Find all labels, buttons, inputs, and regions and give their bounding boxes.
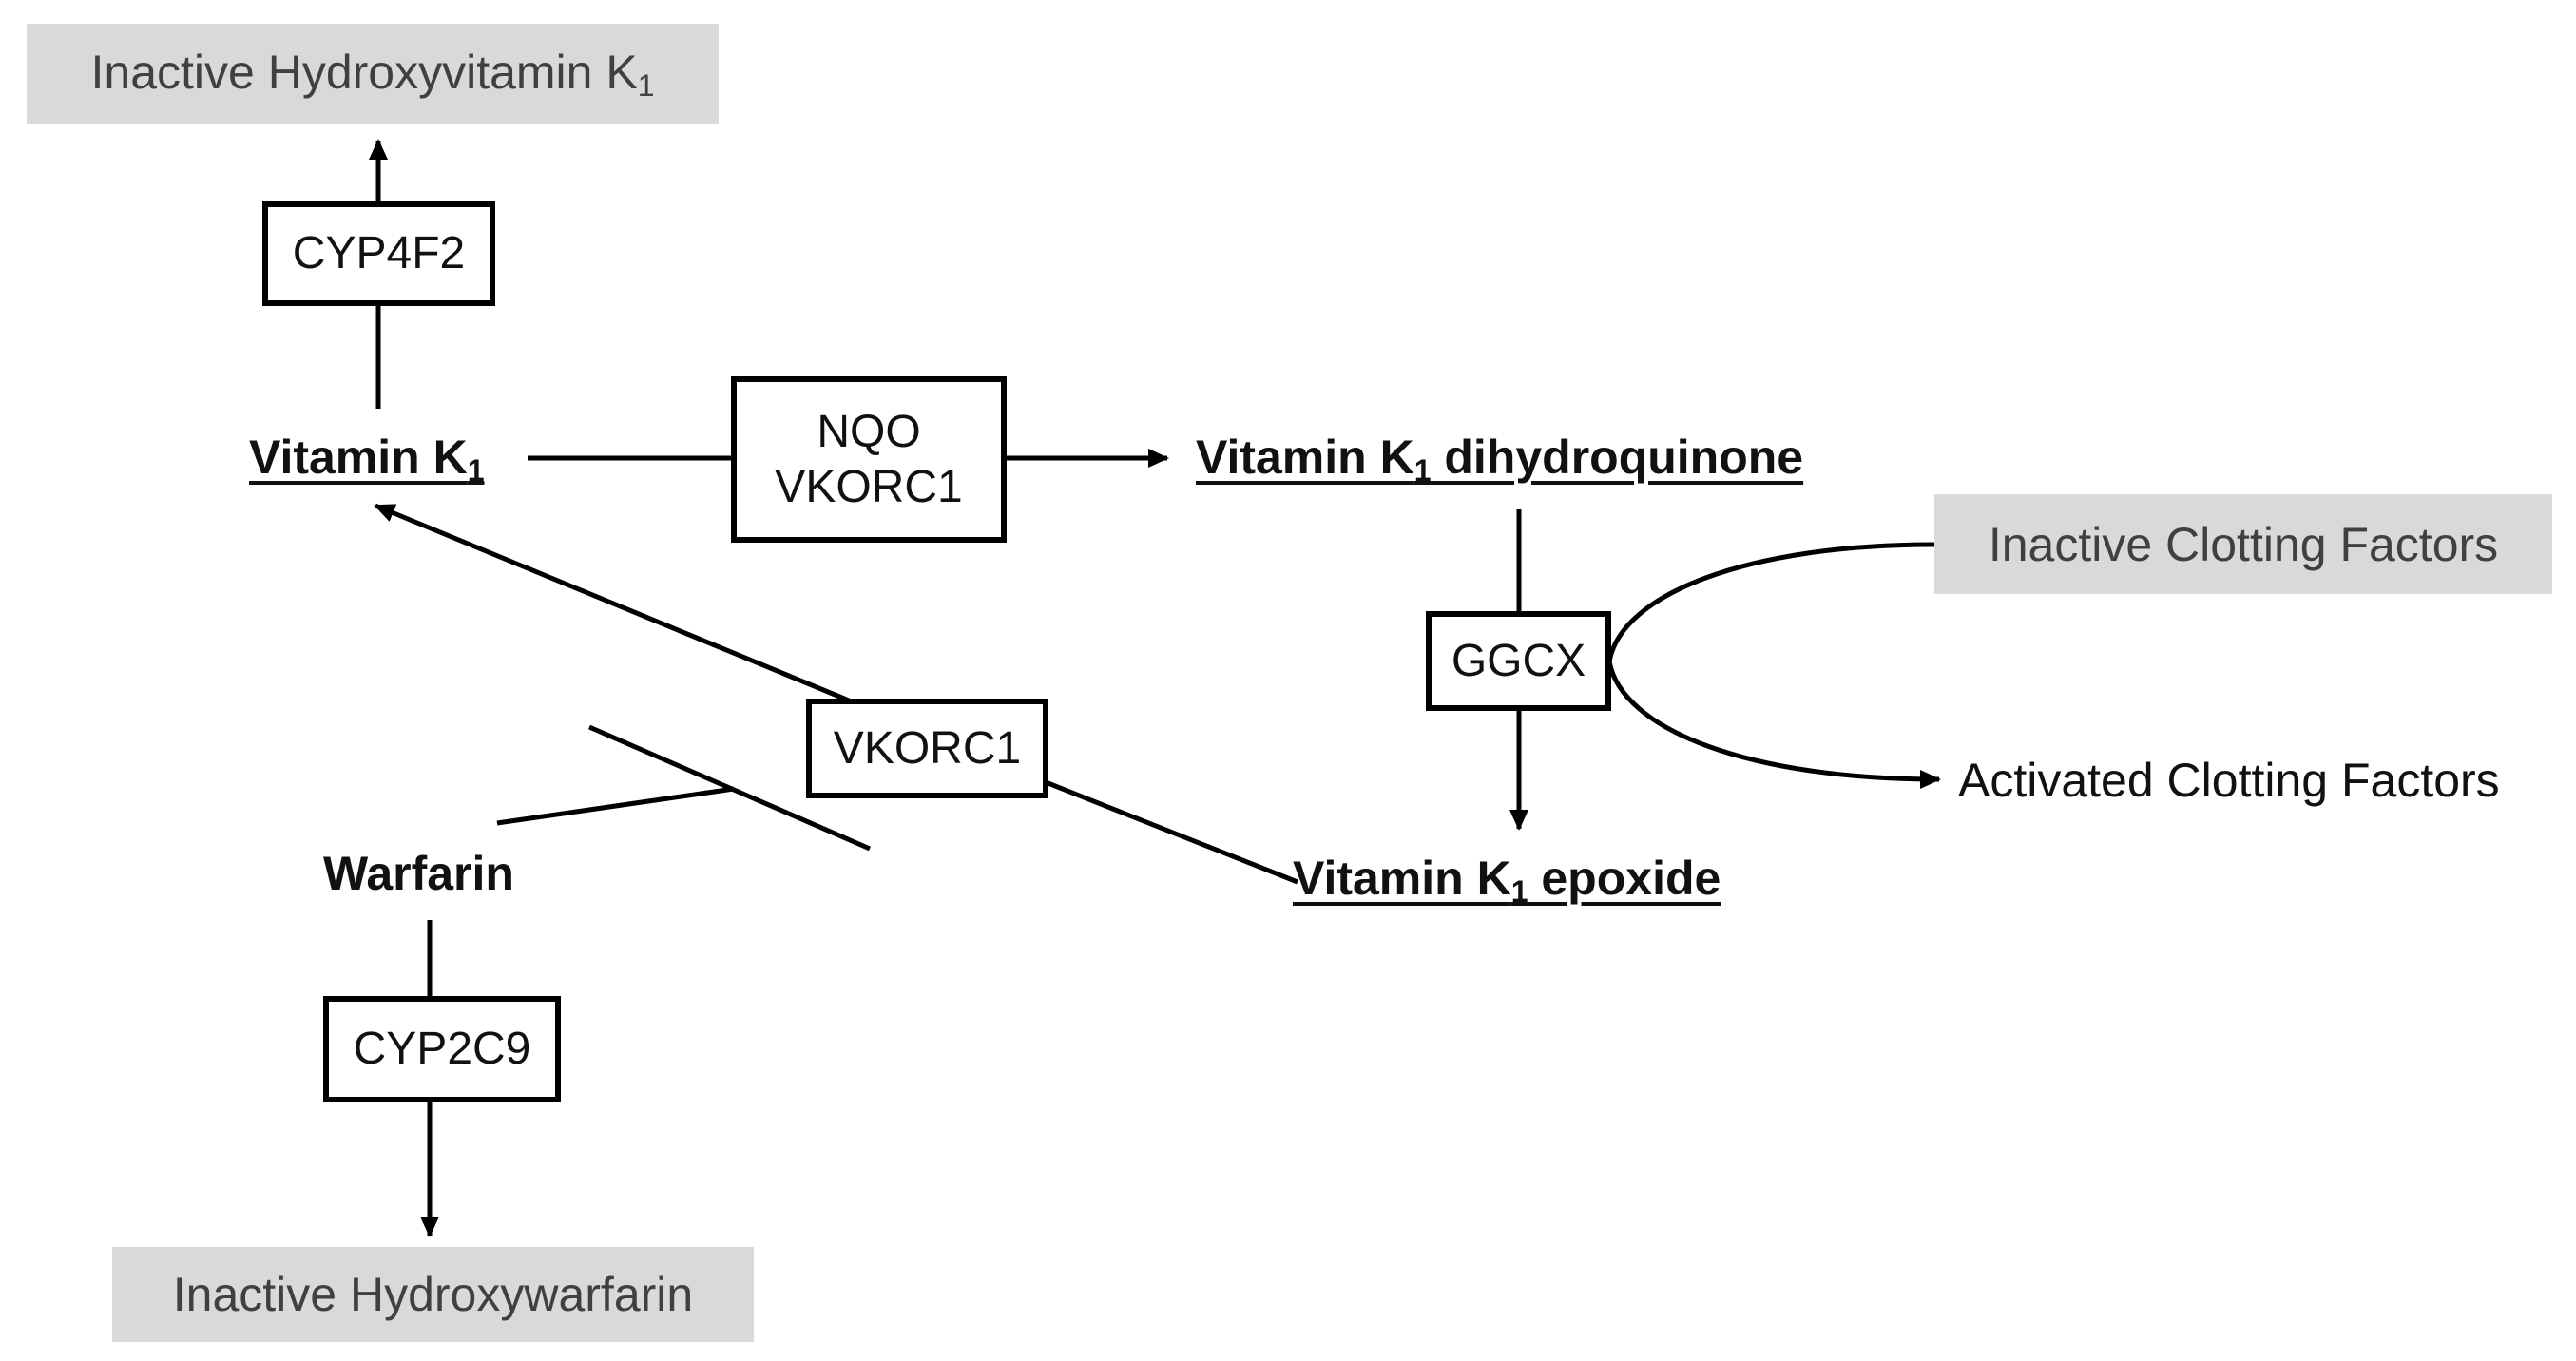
arrow-vkorc1-to-vk1 xyxy=(374,503,850,703)
ggcx-enzyme-box: GGCX xyxy=(1426,611,1611,711)
inactive-clotting-factors-label: Inactive Clotting Factors xyxy=(1988,517,2499,571)
cyp4f2-enzyme-box: CYP4F2 xyxy=(262,201,495,306)
line-epoxide-to-vkorc1 xyxy=(1045,779,1298,885)
curve-inactive-clotting-factors xyxy=(1606,542,1935,662)
curve-activated-clotting-factors xyxy=(1606,661,1941,789)
vkorc1-top-label: VKORC1 xyxy=(775,461,963,512)
cyp4f2-label: CYP4F2 xyxy=(292,228,466,278)
activated-clotting-factors-label: Activated Clotting Factors xyxy=(1958,754,2500,807)
cyp2c9-label: CYP2C9 xyxy=(353,1024,531,1074)
inactive-hydroxyvitamin-k1-box: Inactive Hydroxyvitamin K1 xyxy=(27,24,719,124)
nqo-label: NQO xyxy=(817,406,921,457)
inactive-hydroxywarfarin-label: Inactive Hydroxywarfarin xyxy=(172,1268,694,1321)
vkorc1-mid-label: VKORC1 xyxy=(833,722,1022,774)
line-warfarin-to-inhibition xyxy=(496,786,735,826)
inactive-clotting-factors-box: Inactive Clotting Factors xyxy=(1934,494,2552,594)
cyp2c9-enzyme-box: CYP2C9 xyxy=(323,996,561,1102)
warfarin-label: Warfarin xyxy=(323,847,514,900)
vitamin-k1-dihydroquinone-label: Vitamin K1 dihydroquinone xyxy=(1196,431,1804,488)
ggcx-label: GGCX xyxy=(1451,635,1586,686)
inactive-hydroxywarfarin-box: Inactive Hydroxywarfarin xyxy=(112,1247,754,1342)
nqo-vkorc1-enzyme-box: NQO VKORC1 xyxy=(731,376,1007,543)
inactive-hydroxyvitamin-k1-label: Inactive Hydroxyvitamin K1 xyxy=(90,45,655,103)
vitamin-k1-label: Vitamin K1 xyxy=(249,431,485,488)
vkorc1-enzyme-box: VKORC1 xyxy=(806,699,1048,798)
vitamin-k1-epoxide-label: Vitamin K1 epoxide xyxy=(1293,852,1721,909)
